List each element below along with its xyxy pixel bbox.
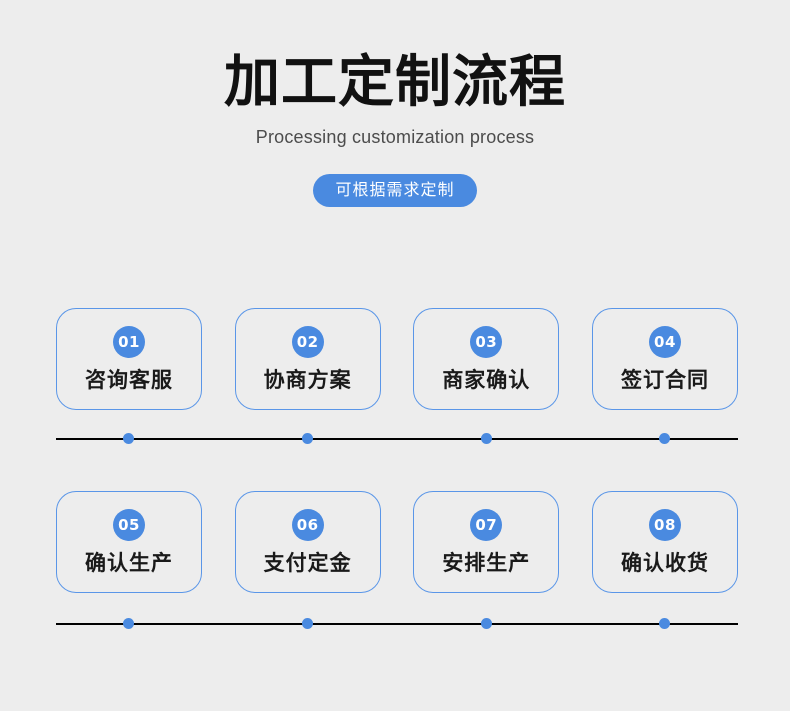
step-number-badge: 07 [470, 509, 503, 541]
step-number-badge: 05 [113, 509, 145, 541]
step-card-02[interactable]: 02 协商方案 [234, 308, 381, 410]
timeline-dot-06 [302, 618, 313, 629]
page-subtitle: Processing customization process [255, 127, 535, 147]
connector-line-row-2 [56, 617, 738, 631]
step-card-01[interactable]: 01 咨询客服 [56, 308, 202, 410]
timeline-dot-05 [123, 618, 134, 629]
step-label: 支付定金 [263, 551, 352, 575]
steps-row-2: 05 确认生产 06 支付定金 07 安排生产 08 确认收货 [56, 491, 738, 593]
step-card-08[interactable]: 08 确认收货 [591, 491, 738, 593]
step-label: 商家确认 [442, 368, 531, 392]
step-label: 确认生产 [85, 551, 173, 575]
step-label: 签订合同 [620, 368, 709, 392]
timeline-dot-07 [481, 618, 492, 629]
timeline-dot-03 [481, 433, 492, 444]
timeline-track [56, 438, 738, 440]
timeline-dot-01 [123, 433, 134, 444]
step-card-05[interactable]: 05 确认生产 [56, 491, 202, 593]
customization-badge: 可根据需求定制 [313, 174, 477, 207]
step-number-badge: 02 [291, 326, 324, 358]
step-label: 协商方案 [263, 368, 352, 392]
timeline-dot-02 [302, 433, 313, 444]
step-label: 咨询客服 [85, 368, 173, 392]
step-card-04[interactable]: 04 签订合同 [591, 308, 738, 410]
connector-line-row-1 [56, 432, 738, 446]
step-number-badge: 03 [470, 326, 503, 358]
step-label: 安排生产 [442, 551, 531, 575]
steps-row-1: 01 咨询客服 02 协商方案 03 商家确认 04 签订合同 [56, 308, 738, 410]
page-header: 加工定制流程 Processing customization process … [0, 0, 790, 207]
step-number-badge: 08 [648, 509, 681, 541]
badge-container: 可根据需求定制 [0, 174, 790, 207]
page-title: 加工定制流程 [224, 50, 566, 115]
step-number-badge: 06 [291, 509, 324, 541]
step-card-06[interactable]: 06 支付定金 [234, 491, 381, 593]
timeline-dot-04 [659, 433, 670, 444]
step-card-03[interactable]: 03 商家确认 [413, 308, 560, 410]
step-number-badge: 04 [648, 326, 681, 358]
timeline-track [56, 623, 738, 625]
timeline-dot-08 [659, 618, 670, 629]
step-label: 确认收货 [620, 551, 709, 575]
step-number-badge: 01 [113, 326, 145, 358]
step-card-07[interactable]: 07 安排生产 [413, 491, 560, 593]
